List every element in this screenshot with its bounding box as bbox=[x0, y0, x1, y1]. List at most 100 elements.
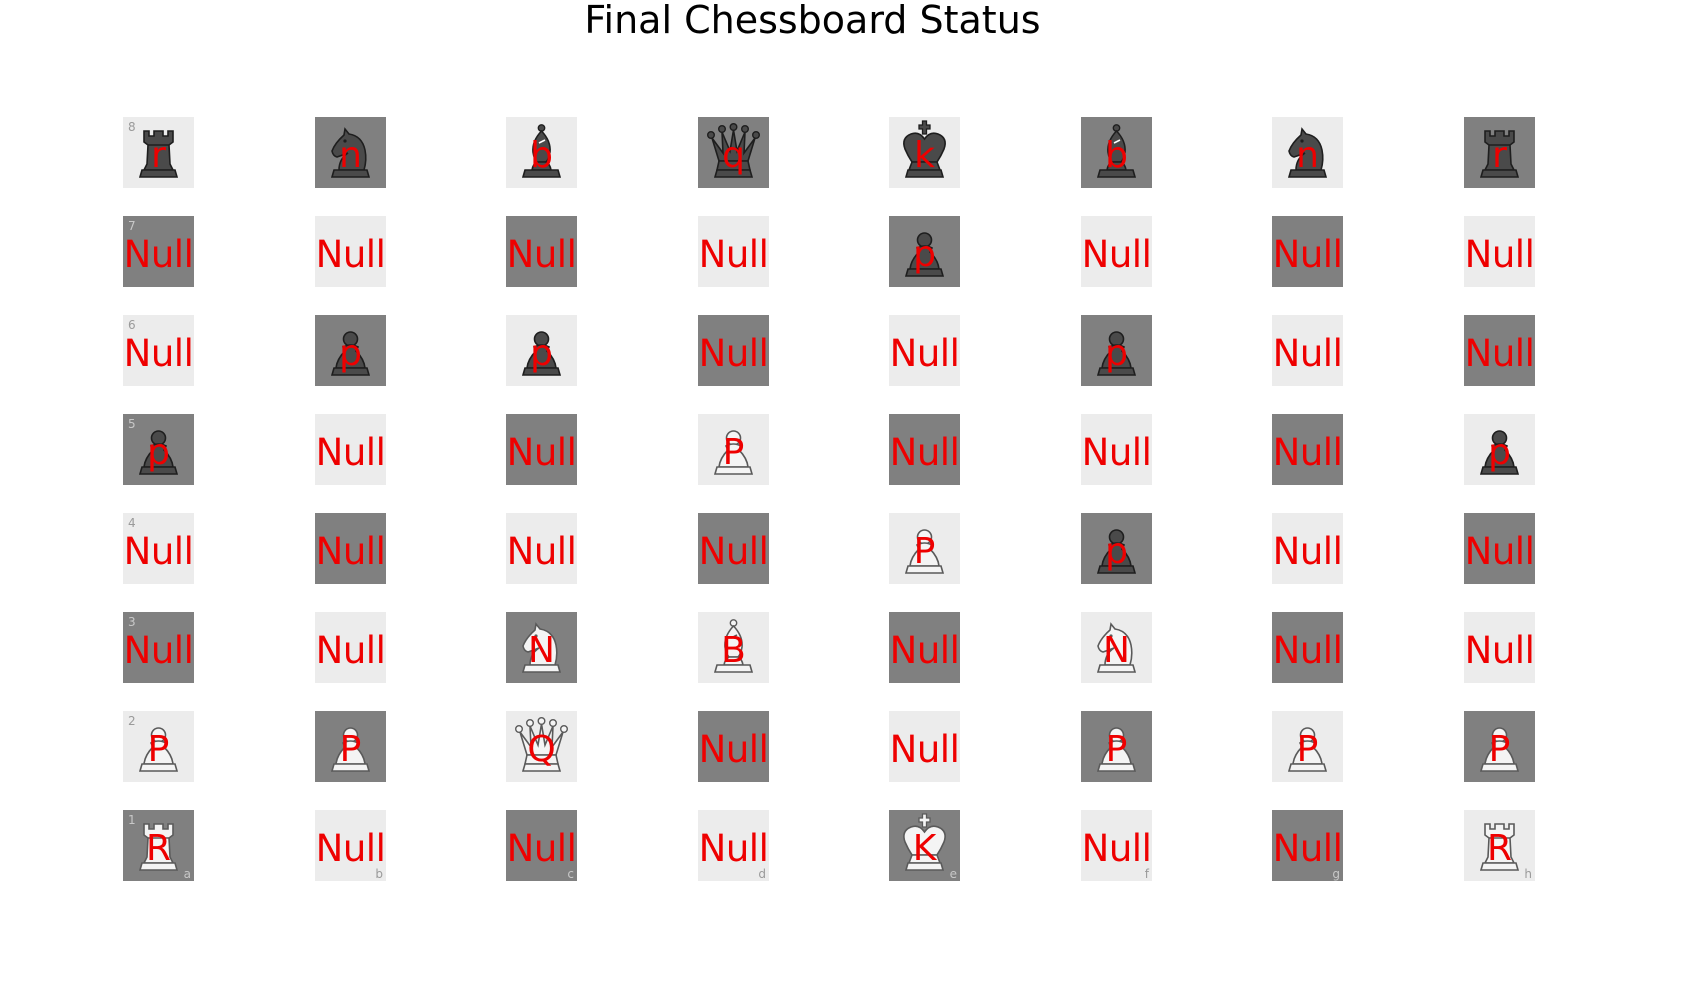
square-b3[interactable]: Null bbox=[315, 612, 386, 683]
square-label: Null bbox=[315, 233, 386, 276]
square-c3[interactable]: N bbox=[506, 612, 577, 683]
square-c8[interactable]: b bbox=[506, 117, 577, 188]
square-b2[interactable]: P bbox=[315, 711, 386, 782]
square-label: n bbox=[339, 135, 362, 176]
square-label: P bbox=[913, 531, 936, 572]
square-g7[interactable]: Null bbox=[1272, 216, 1343, 287]
square-label: b bbox=[530, 135, 553, 176]
square-label: p bbox=[530, 333, 553, 374]
square-e8[interactable]: k bbox=[889, 117, 960, 188]
square-d3[interactable]: B bbox=[698, 612, 769, 683]
square-g5[interactable]: Null bbox=[1272, 414, 1343, 485]
square-f8[interactable]: b bbox=[1081, 117, 1152, 188]
square-label: N bbox=[528, 630, 555, 671]
square-f2[interactable]: P bbox=[1081, 711, 1152, 782]
square-label: Null bbox=[889, 629, 960, 672]
square-d4[interactable]: Null bbox=[698, 513, 769, 584]
file-label: f bbox=[1144, 867, 1149, 881]
square-c6[interactable]: p bbox=[506, 315, 577, 386]
square-label: Null bbox=[315, 827, 386, 870]
square-g3[interactable]: Null bbox=[1272, 612, 1343, 683]
square-h5[interactable]: p bbox=[1464, 414, 1535, 485]
square-label: Null bbox=[1464, 530, 1535, 573]
square-e7[interactable]: p bbox=[889, 216, 960, 287]
square-b4[interactable]: Null bbox=[315, 513, 386, 584]
square-label: Null bbox=[315, 629, 386, 672]
square-d8[interactable]: q bbox=[698, 117, 769, 188]
square-g8[interactable]: n bbox=[1272, 117, 1343, 188]
square-g2[interactable]: P bbox=[1272, 711, 1343, 782]
square-label: P bbox=[1105, 729, 1128, 770]
file-label: h bbox=[1524, 867, 1532, 881]
square-f6[interactable]: p bbox=[1081, 315, 1152, 386]
square-label: Null bbox=[1081, 233, 1152, 276]
square-h8[interactable]: r bbox=[1464, 117, 1535, 188]
square-f7[interactable]: Null bbox=[1081, 216, 1152, 287]
square-f3[interactable]: N bbox=[1081, 612, 1152, 683]
square-e6[interactable]: Null bbox=[889, 315, 960, 386]
square-e4[interactable]: P bbox=[889, 513, 960, 584]
square-label: Null bbox=[698, 530, 769, 573]
rank-label: 6 bbox=[128, 318, 136, 332]
square-b7[interactable]: Null bbox=[315, 216, 386, 287]
square-label: b bbox=[1105, 135, 1128, 176]
square-h3[interactable]: Null bbox=[1464, 612, 1535, 683]
square-b6[interactable]: p bbox=[315, 315, 386, 386]
square-label: r bbox=[151, 135, 166, 176]
square-h6[interactable]: Null bbox=[1464, 315, 1535, 386]
square-label: Q bbox=[527, 729, 556, 770]
square-e2[interactable]: Null bbox=[889, 711, 960, 782]
square-c7[interactable]: Null bbox=[506, 216, 577, 287]
square-c2[interactable]: Q bbox=[506, 711, 577, 782]
square-label: P bbox=[339, 729, 362, 770]
square-g4[interactable]: Null bbox=[1272, 513, 1343, 584]
square-label: K bbox=[912, 828, 937, 869]
square-f4[interactable]: p bbox=[1081, 513, 1152, 584]
square-d7[interactable]: Null bbox=[698, 216, 769, 287]
square-label: Null bbox=[1272, 431, 1343, 474]
square-g6[interactable]: Null bbox=[1272, 315, 1343, 386]
square-label: R bbox=[1486, 828, 1512, 869]
square-label: Null bbox=[123, 332, 194, 375]
file-label: e bbox=[949, 867, 957, 881]
square-f5[interactable]: Null bbox=[1081, 414, 1152, 485]
square-label: Null bbox=[889, 431, 960, 474]
square-b5[interactable]: Null bbox=[315, 414, 386, 485]
square-d5[interactable]: P bbox=[698, 414, 769, 485]
square-e5[interactable]: Null bbox=[889, 414, 960, 485]
square-label: Null bbox=[1272, 332, 1343, 375]
rank-label: 2 bbox=[128, 714, 136, 728]
square-label: Null bbox=[1272, 530, 1343, 573]
square-label: k bbox=[914, 135, 935, 176]
square-d6[interactable]: Null bbox=[698, 315, 769, 386]
square-c5[interactable]: Null bbox=[506, 414, 577, 485]
square-b8[interactable]: n bbox=[315, 117, 386, 188]
square-d2[interactable]: Null bbox=[698, 711, 769, 782]
square-e3[interactable]: Null bbox=[889, 612, 960, 683]
square-h7[interactable]: Null bbox=[1464, 216, 1535, 287]
square-h2[interactable]: P bbox=[1464, 711, 1535, 782]
square-label: p bbox=[1105, 333, 1128, 374]
square-label: Null bbox=[506, 431, 577, 474]
square-c4[interactable]: Null bbox=[506, 513, 577, 584]
square-label: p bbox=[339, 333, 362, 374]
square-label: R bbox=[145, 828, 171, 869]
square-h4[interactable]: Null bbox=[1464, 513, 1535, 584]
square-label: Null bbox=[889, 728, 960, 771]
square-label: Null bbox=[698, 332, 769, 375]
